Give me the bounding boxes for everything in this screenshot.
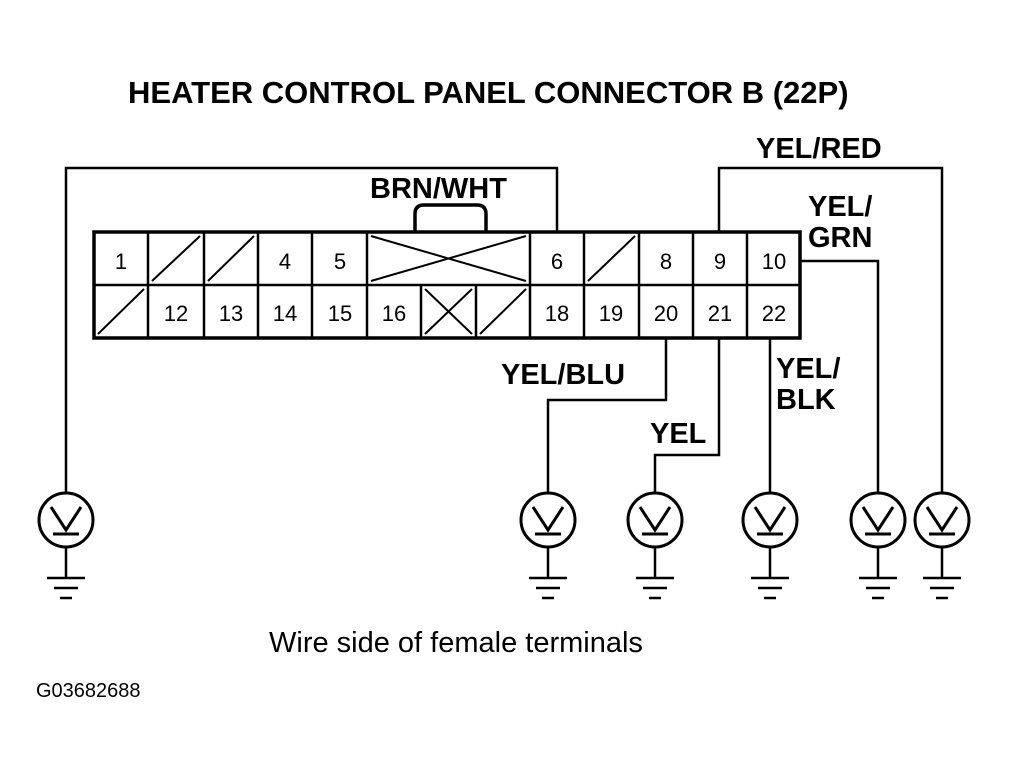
pin-19: 19 — [599, 301, 623, 326]
figure-code: G03682688 — [36, 680, 141, 702]
meter-6 — [913, 491, 971, 600]
wire-yel-red — [717, 166, 944, 493]
pin-22: 22 — [762, 301, 786, 326]
ground-icon — [529, 576, 567, 600]
connector-lock-tab — [413, 203, 488, 232]
wire-yel-grn — [800, 259, 880, 493]
wire-yel — [653, 338, 721, 493]
ground-icon — [923, 576, 961, 600]
ground-icon — [859, 576, 897, 600]
wire-label-yel: YEL — [650, 418, 706, 450]
meter-3 — [626, 491, 684, 600]
ground-icon — [751, 576, 789, 600]
pin-20: 20 — [654, 301, 678, 326]
voltmeter-icon — [849, 491, 907, 549]
voltmeter-icon — [37, 491, 95, 549]
meter-4 — [741, 491, 799, 600]
meter-5 — [849, 491, 907, 600]
voltmeter-icon — [626, 491, 684, 549]
empty-cavity-11 — [97, 288, 145, 335]
pin-21: 21 — [708, 301, 732, 326]
pin-4: 4 — [279, 249, 291, 274]
meter-2 — [519, 491, 577, 600]
pin-10: 10 — [762, 249, 786, 274]
pin-12: 12 — [164, 301, 188, 326]
connector-body: 1 4 5 6 8 9 10 12 13 14 15 16 18 19 20 2… — [92, 203, 802, 340]
wire-pin6 — [64, 166, 559, 496]
empty-cavity-2 — [151, 235, 201, 282]
voltmeter-icon — [519, 491, 577, 549]
empty-cavity-17b — [479, 288, 527, 335]
wire-label-yel-blk-line1: YEL/ — [776, 353, 840, 385]
wire-label-yel-blk-line2: BLK — [776, 384, 836, 416]
wire-label-brn-wht: BRN/WHT — [370, 173, 507, 205]
meter-needle-icon — [531, 506, 565, 533]
pin-6: 6 — [551, 249, 563, 274]
diagram-title: HEATER CONTROL PANEL CONNECTOR B (22P) — [128, 75, 849, 110]
meter-needle-icon — [49, 506, 83, 533]
pin-16: 16 — [382, 301, 406, 326]
wire-label-yel-red: YEL/RED — [756, 133, 882, 165]
pin-18: 18 — [545, 301, 569, 326]
pin-5: 5 — [334, 249, 346, 274]
voltmeter-icon — [913, 491, 971, 549]
meter-needle-icon — [861, 506, 895, 533]
wire-yel-blu — [546, 338, 668, 493]
pin-14: 14 — [273, 301, 297, 326]
pin-8: 8 — [660, 249, 672, 274]
pin-9: 9 — [714, 249, 726, 274]
ground-icon — [47, 576, 85, 600]
diagram-caption: Wire side of female terminals — [269, 627, 643, 659]
pin-1: 1 — [115, 249, 127, 274]
voltmeter-group — [37, 491, 971, 600]
meter-1 — [37, 491, 95, 600]
pin-15: 15 — [328, 301, 352, 326]
empty-cavity-7 — [587, 235, 636, 282]
meter-needle-icon — [753, 506, 787, 533]
wire-label-yel-blu: YEL/BLU — [501, 359, 625, 391]
meter-needle-icon — [925, 506, 959, 533]
meter-needle-icon — [638, 506, 672, 533]
wire-label-yel-grn-line2: GRN — [808, 222, 872, 254]
pin-13: 13 — [219, 301, 243, 326]
voltmeter-icon — [741, 491, 799, 549]
wire-label-yel-grn-line1: YEL/ — [808, 191, 872, 223]
empty-cavity-3 — [207, 235, 255, 282]
ground-icon — [636, 576, 674, 600]
